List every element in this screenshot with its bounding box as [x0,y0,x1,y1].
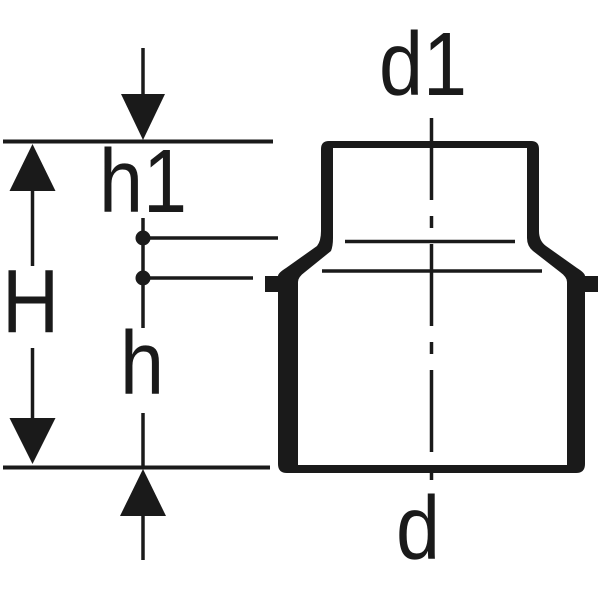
label-top-diameter: d1 [379,15,468,115]
h1-down-arrow-icon [121,94,165,140]
label-lower-inset-depth: h [120,314,165,414]
h-up-arrow-icon [120,469,166,516]
label-overall-height: H [2,252,60,352]
H-down-arrow-icon [9,418,56,464]
H-up-arrow-icon [9,144,56,191]
label-bottom-diameter: d [396,479,441,579]
label-upper-inset-depth: h1 [99,132,188,232]
